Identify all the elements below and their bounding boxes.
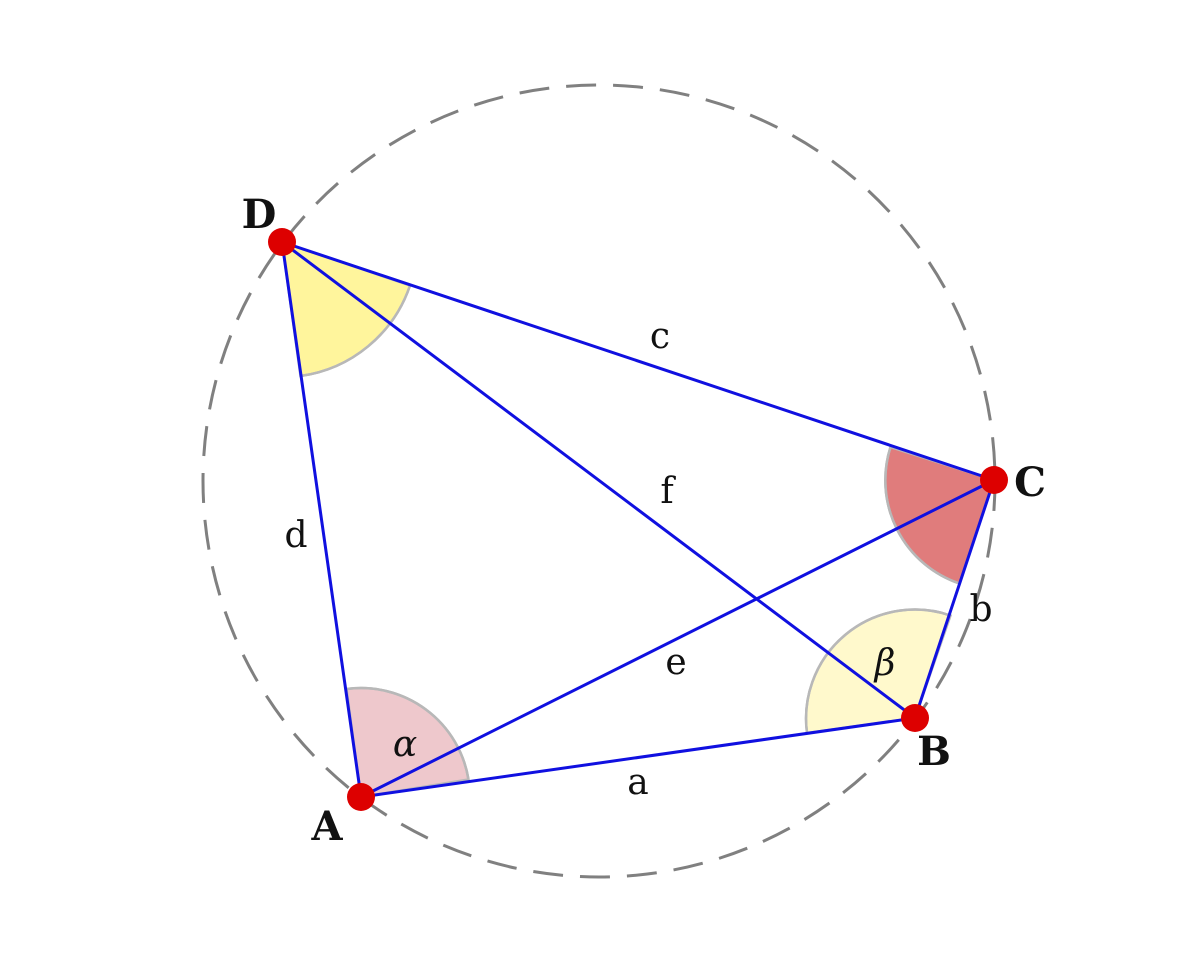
angle-arc-outlines [300, 285, 960, 780]
vertex-label-a: A [310, 803, 343, 850]
side-b-line [913, 478, 996, 720]
side-c-line [280, 240, 996, 482]
side-label-e: e [665, 642, 686, 683]
side-label-a: a [627, 762, 648, 803]
vertex-points [268, 228, 1008, 811]
side-d-line [280, 240, 363, 799]
diagonal-e-line [359, 478, 996, 799]
angle-label-beta: β [873, 643, 896, 684]
vertex-point-b [901, 704, 929, 732]
vertex-point-c [980, 466, 1008, 494]
angle-label-alpha: α [393, 724, 417, 765]
diagonal-f-line [280, 240, 917, 720]
vertex-point-a [347, 783, 375, 811]
vertex-label-c: C [1014, 459, 1046, 506]
vertex-point-d [268, 228, 296, 256]
side-label-c: c [650, 316, 670, 357]
vertex-label-d: D [242, 191, 277, 238]
edges [280, 240, 996, 799]
angle-gamma-sector [884, 445, 996, 586]
side-label-f: f [660, 471, 676, 512]
angle-alpha-arc [346, 686, 470, 780]
side-label-b: b [969, 589, 992, 630]
vertex-label-b: B [917, 728, 951, 775]
angle-delta-arc [300, 285, 412, 378]
side-label-d: d [284, 515, 307, 556]
side-a-line [359, 716, 917, 799]
angle-beta-arc [804, 608, 951, 734]
